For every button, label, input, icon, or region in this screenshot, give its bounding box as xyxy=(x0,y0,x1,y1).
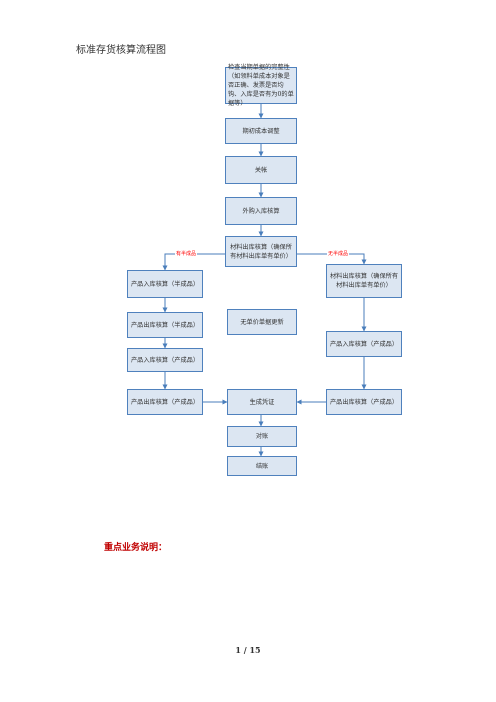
step-material-out-costing-top: 材料出库核算（确保所有材料出库单有单价） xyxy=(225,236,297,267)
step-opening-cost-adjust: 期初成本调整 xyxy=(225,118,297,144)
branch-label-none: 无半成品 xyxy=(327,250,350,257)
step-purchase-in-costing: 外购入库核算 xyxy=(225,197,297,225)
step-no-price-update: 无单价单据更新 xyxy=(227,309,297,335)
page-number: 1 / 15 xyxy=(235,645,261,655)
step-generate-voucher: 生成凭证 xyxy=(227,389,297,415)
step-material-out-costing-right: 材料出库核算（确保所有材料出库单有单价） xyxy=(326,264,402,298)
step-finished-out-costing-right: 产品出库核算（产成品） xyxy=(326,389,402,415)
step-check-documents: 检查当期单据的完整性（如领料单成本对象是否正确、发票是否均钩、入库是否有为0的单… xyxy=(225,64,297,107)
step-semi-in-costing: 产品入库核算（半成品） xyxy=(127,270,203,298)
arrow-branch-none xyxy=(297,253,367,265)
branch-label-semi: 有半成品 xyxy=(175,250,198,257)
step-reconcile: 对账 xyxy=(227,426,297,447)
step-close-period: 关帐 xyxy=(225,156,297,184)
section-heading: 重点业务说明： xyxy=(104,543,168,553)
step-finished-in-costing-left: 产品入库核算（产成品） xyxy=(127,348,203,372)
step-settle: 结账 xyxy=(227,456,297,476)
arrow-branch-semi xyxy=(162,253,226,271)
step-finished-in-costing-right: 产品入库核算（产成品） xyxy=(326,331,402,357)
page-title: 标准存货核算流程图 xyxy=(76,45,166,56)
step-semi-out-costing: 产品出库核算（半成品） xyxy=(127,312,203,338)
step-finished-out-costing-left: 产品出库核算（产成品） xyxy=(127,389,203,415)
